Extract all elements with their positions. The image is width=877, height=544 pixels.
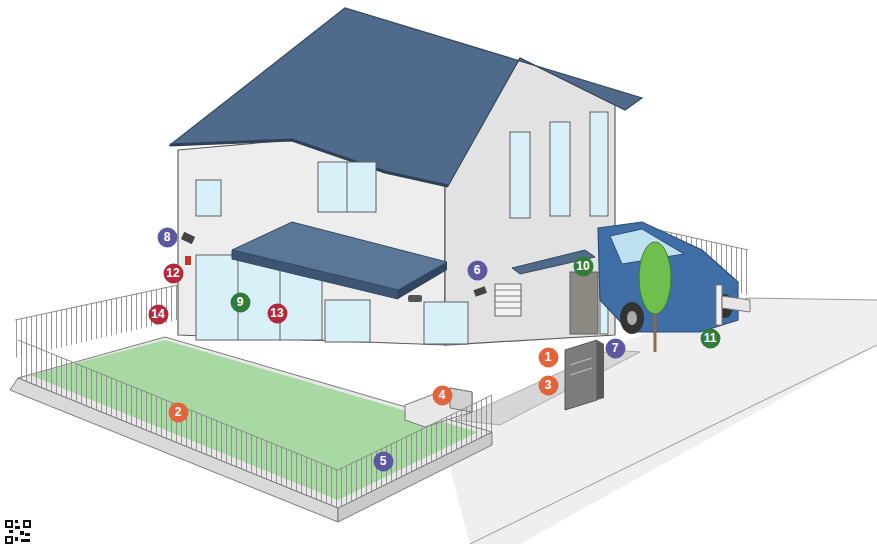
callout-number: 3 [538, 375, 559, 396]
callout-number: 4 [432, 385, 453, 406]
sensor [185, 256, 191, 265]
callout-number: 10 [573, 256, 594, 277]
callout-circle [148, 304, 168, 324]
window [196, 180, 221, 216]
callout-text: 10 [573, 256, 594, 277]
callout-text: 4 [432, 385, 453, 406]
window [590, 112, 608, 216]
mailbox-side [597, 340, 604, 400]
callout-number: 5 [373, 451, 394, 472]
callout-text: 2 [168, 402, 189, 423]
callout-text: 13 [267, 303, 288, 324]
security-camera [473, 286, 487, 297]
qr-code-modules [5, 520, 31, 544]
callout-text: 7 [605, 338, 626, 359]
callout-number: 7 [605, 338, 626, 359]
mailbox-post [565, 340, 597, 410]
wheel [620, 302, 644, 334]
callout-circle [157, 227, 177, 247]
callout-text: 12 [163, 263, 184, 284]
callout-circle [432, 385, 452, 405]
callout-circle [230, 292, 250, 312]
security-camera [181, 232, 195, 244]
vent-louvre [495, 290, 521, 308]
callout-number: 2 [168, 402, 189, 423]
callout-circle [267, 303, 287, 323]
callout-number: 14 [148, 304, 169, 325]
porch-roof-edge [398, 262, 447, 299]
lawn [30, 340, 478, 500]
low-wall [722, 296, 750, 312]
mailbox-slot [570, 358, 592, 375]
callout-text: 1 [538, 347, 559, 368]
fence [15, 285, 178, 358]
callout-text: 5 [373, 451, 394, 472]
callout-circle [168, 402, 188, 422]
slab-top [18, 337, 492, 508]
roof [170, 8, 642, 186]
callout-text: 14 [148, 304, 169, 325]
vent [495, 284, 521, 316]
callout-circle [467, 260, 487, 280]
callout-circle [538, 347, 558, 367]
callout-number: 8 [157, 227, 178, 248]
callout-number: 11 [700, 328, 721, 349]
callout-number: 1 [538, 347, 559, 368]
road-edge [470, 345, 877, 544]
door [570, 272, 598, 334]
callout-circle [605, 338, 625, 358]
fence [338, 395, 492, 508]
qr-code-finder [7, 522, 29, 542]
callout-text: 11 [700, 328, 721, 349]
callout-circle [573, 256, 593, 276]
callout-text: 3 [538, 375, 559, 396]
fence [18, 340, 338, 508]
callout-text: 9 [230, 292, 251, 313]
callout-circle [538, 375, 558, 395]
bollard [716, 285, 722, 325]
window [318, 162, 376, 212]
porch-roof-edge [232, 250, 398, 299]
callout-text: 6 [467, 260, 488, 281]
tree [639, 242, 671, 314]
callout-number: 6 [467, 260, 488, 281]
callout-circle [163, 263, 183, 283]
roof-eave [170, 140, 448, 186]
window [325, 300, 370, 342]
callout-text: 8 [157, 227, 178, 248]
car [598, 222, 738, 332]
window-frame [347, 162, 348, 212]
callout-number: 9 [230, 292, 251, 313]
callout-circle [700, 328, 720, 348]
fence-rail [18, 340, 338, 470]
callout-number: 13 [267, 303, 288, 324]
window [510, 132, 530, 218]
callout-number: 12 [163, 263, 184, 284]
fence-rail [338, 395, 492, 470]
lot-edge [745, 298, 877, 300]
light [408, 295, 422, 302]
callout-circle [373, 451, 393, 471]
window [550, 122, 570, 216]
hub [627, 311, 637, 325]
qr-code [5, 520, 31, 544]
window [424, 302, 468, 344]
